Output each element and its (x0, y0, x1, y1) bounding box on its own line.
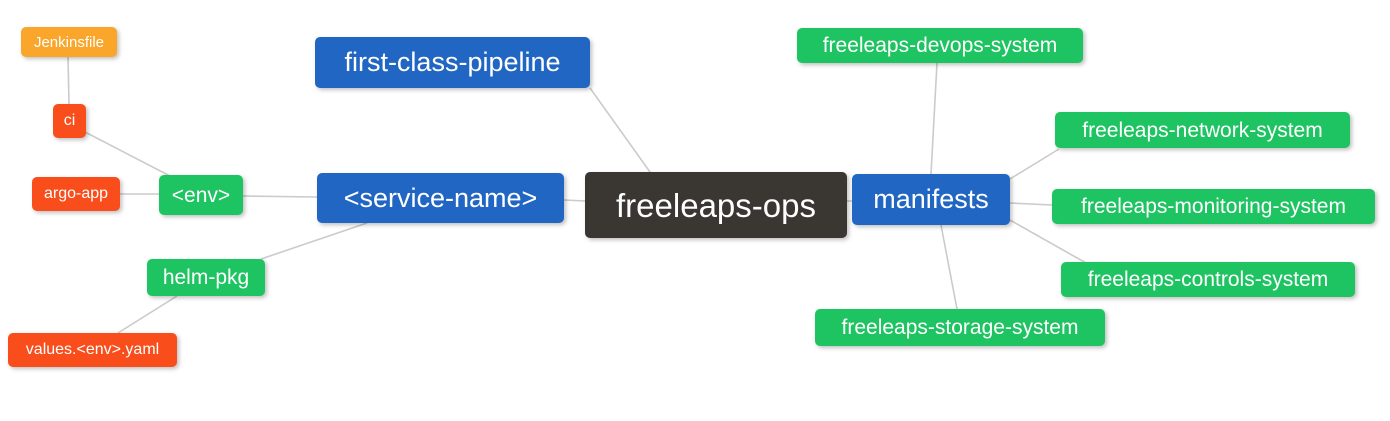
edge-service-name-to-freeleaps-ops (563, 199, 586, 202)
mindmap-node-ci[interactable]: ci (53, 104, 86, 138)
mindmap-node-freeleaps-network-system[interactable]: freeleaps-network-system (1055, 112, 1350, 148)
edge-manifests-to-freeleaps-storage-system (940, 224, 958, 310)
mindmap-node-freeleaps-devops-system[interactable]: freeleaps-devops-system (797, 28, 1083, 63)
mindmap-node-freeleaps-storage-system[interactable]: freeleaps-storage-system (815, 309, 1105, 346)
mindmap-node-env[interactable]: <env> (159, 175, 243, 215)
edge-first-class-pipeline-to-freeleaps-ops (589, 87, 651, 173)
edge-manifests-to-freeleaps-devops-system (930, 62, 938, 175)
mindmap-node-first-class-pipeline[interactable]: first-class-pipeline (315, 37, 590, 88)
edge-manifests-to-freeleaps-monitoring-system (1009, 202, 1053, 206)
mindmap-node-argo-app[interactable]: argo-app (32, 177, 120, 211)
edge-helm-pkg-to-service-name (260, 222, 368, 260)
mindmap-node-jenkinsfile[interactable]: Jenkinsfile (21, 27, 117, 57)
edge-manifests-to-freeleaps-network-system (1009, 148, 1060, 180)
mindmap-node-manifests[interactable]: manifests (852, 174, 1010, 225)
mindmap-node-freeleaps-monitoring-system[interactable]: freeleaps-monitoring-system (1052, 189, 1375, 224)
edge-ci-to-env (84, 131, 171, 177)
mindmap-node-service-name[interactable]: <service-name> (317, 173, 564, 223)
mindmap-node-values-env-yaml[interactable]: values.<env>.yaml (8, 333, 177, 367)
mindmap-node-helm-pkg[interactable]: helm-pkg (147, 259, 265, 296)
edge-values-env-yaml-to-helm-pkg (117, 295, 178, 334)
edge-jenkinsfile-to-ci (67, 56, 70, 105)
mindmap-node-freeleaps-controls-system[interactable]: freeleaps-controls-system (1061, 262, 1355, 297)
mindmap-node-freeleaps-ops[interactable]: freeleaps-ops (585, 172, 847, 238)
edge-manifests-to-freeleaps-controls-system (1009, 219, 1087, 264)
edge-env-to-service-name (242, 195, 318, 198)
